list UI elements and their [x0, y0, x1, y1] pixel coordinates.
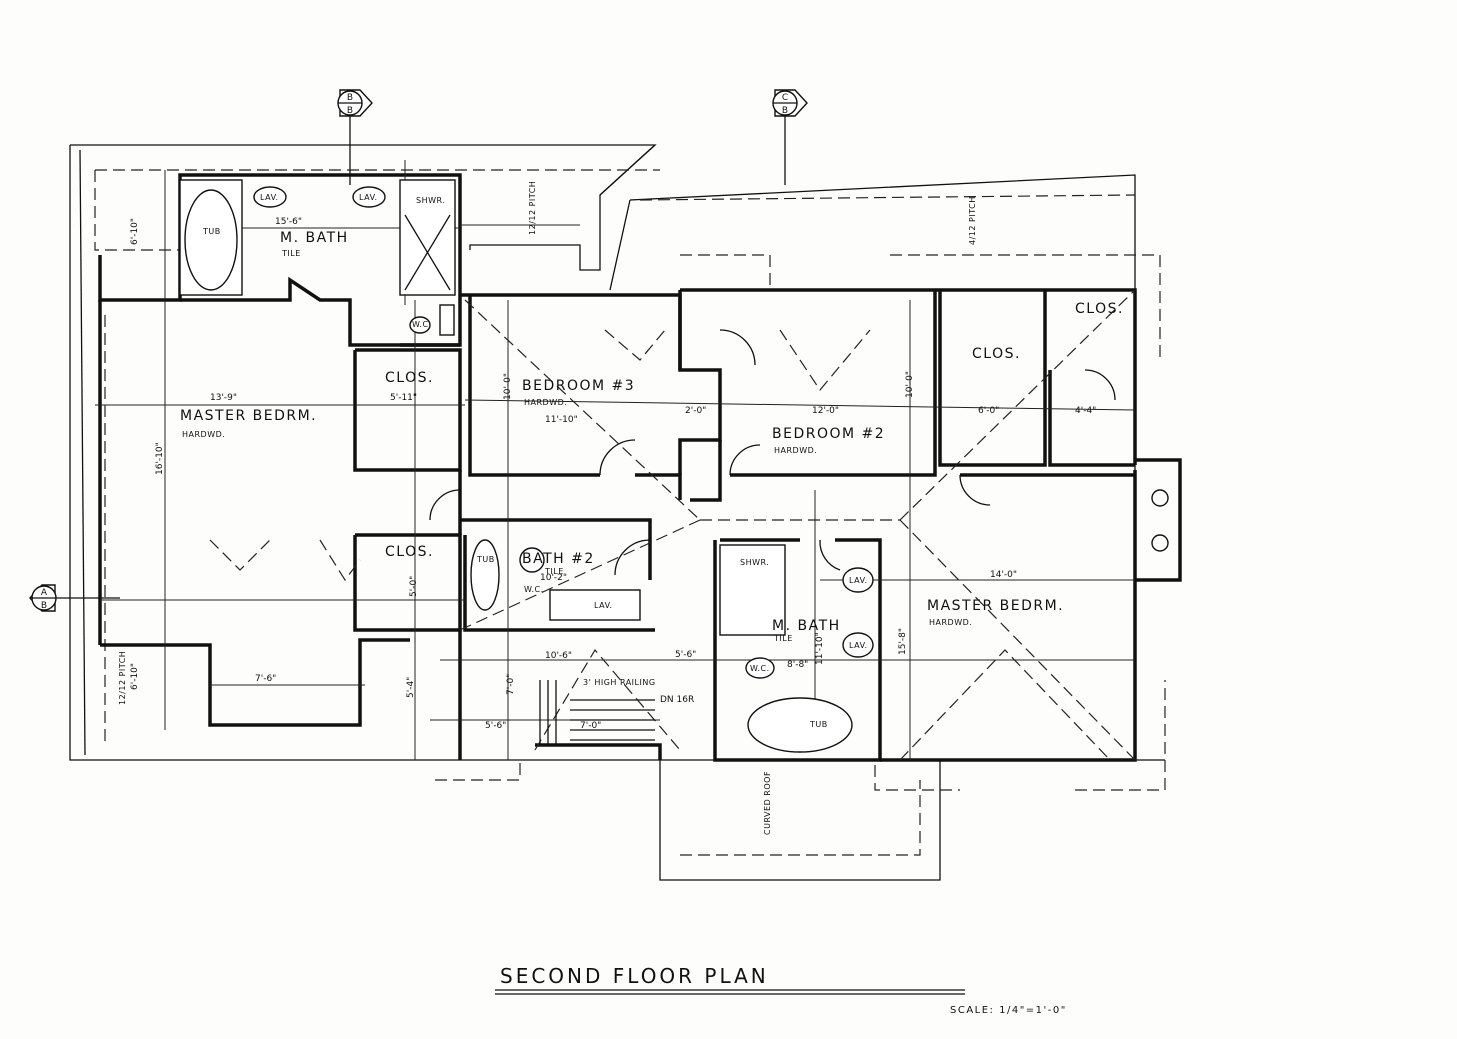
curved-roof-note: CURVED ROOF	[763, 771, 772, 835]
marker-top-letter: B	[347, 93, 353, 103]
title-block: SECOND FLOOR PLAN SCALE: 1/4"=1'-0"	[495, 964, 1067, 1016]
room-finish: TILE	[773, 634, 793, 643]
lav-icon	[352, 186, 386, 208]
room-name-closet: CLOS.	[972, 346, 1021, 362]
fixture-label: W.C.	[412, 320, 432, 329]
fixture-label: W.C.	[524, 585, 544, 594]
room-finish: TILE	[544, 567, 564, 576]
room-name-bedroom-3: BEDROOM #3	[522, 378, 635, 394]
wc-icon	[745, 657, 775, 679]
fixture-label: W.C.	[750, 664, 770, 673]
plan-scale: SCALE: 1/4"=1'-0"	[950, 1005, 1067, 1016]
fixture-label: LAV.	[260, 193, 279, 202]
marker-top-letter: A	[41, 588, 48, 598]
room-finish: HARDWD.	[774, 446, 817, 455]
tub-icon	[470, 539, 500, 611]
dimension-label: 5'-0"	[409, 576, 419, 597]
marker-top-letter: C	[782, 93, 788, 103]
room-name-bath-2: BATH #2	[522, 551, 595, 567]
wc-icon	[519, 547, 545, 573]
fixture-label: LAV.	[849, 576, 868, 585]
fixture-label: SHWR.	[740, 558, 769, 567]
room-name-master-bedroom-west: MASTER BEDRM.	[180, 408, 317, 424]
marker-bottom-letter: B	[782, 106, 788, 116]
dimension-label: 7'-0"	[506, 674, 516, 695]
dimension-label: 5'-6"	[675, 650, 696, 660]
fixture-label: LAV.	[594, 601, 613, 610]
roof-pitch-note: 4/12 PITCH	[968, 196, 977, 245]
overhang-lines	[94, 169, 1166, 856]
marker-bottom-letter: B	[347, 106, 353, 116]
section-marker-1: B B	[337, 89, 373, 185]
roof-pitch-note: 12/12 PITCH	[528, 181, 537, 235]
dimension-label: 6'-10"	[130, 663, 140, 690]
dimension-labels: 15'-6" 6'-10" 13'-9" 16'-10" 5'-11" 11'-…	[130, 217, 1096, 731]
section-marker-2: C B	[772, 89, 808, 185]
room-name-bedroom-2: BEDROOM #2	[772, 426, 885, 442]
room-name-closet: CLOS.	[385, 370, 434, 386]
room-name-closet: CLOS.	[1075, 301, 1124, 317]
shower-icon	[719, 544, 786, 636]
room-name-master-bath-west: M. BATH	[280, 230, 349, 246]
lav-icon	[842, 632, 874, 658]
fixture-label: TUB	[809, 720, 828, 729]
tub-icon	[747, 697, 853, 753]
dimension-label: 2'-0"	[685, 406, 706, 416]
dimension-label: 6'-10"	[130, 218, 140, 245]
fixture-label: TUB	[202, 227, 221, 236]
fixture-label: TUB	[476, 555, 495, 564]
dimension-label: 5'-11"	[390, 393, 417, 403]
plan-title: SECOND FLOOR PLAN	[500, 964, 769, 988]
dimension-label: 11'-10"	[815, 632, 825, 665]
room-finish: HARDWD.	[182, 430, 225, 439]
room-finish: TILE	[281, 249, 301, 258]
dimension-label: 10'-0"	[503, 373, 513, 400]
dimension-label: 4'-4"	[1075, 406, 1096, 416]
lav-icon	[842, 567, 874, 593]
tub-icon	[184, 189, 238, 291]
dimension-label: 15'-8"	[898, 628, 908, 655]
dimension-label: 10'-0"	[905, 371, 915, 398]
dimension-label: 7'-0"	[580, 721, 601, 731]
dimension-label: 10'-2"	[540, 573, 567, 583]
room-name-master-bedroom-east: MASTER BEDRM.	[927, 598, 1064, 614]
section-marker-3: A B	[29, 584, 120, 612]
stair-note: DN 16R	[660, 695, 694, 705]
dimension-label: 8'-8"	[787, 660, 808, 670]
room-name-closet: CLOS.	[385, 544, 434, 560]
room-finish: HARDWD.	[929, 618, 972, 627]
hip-lines	[209, 289, 1136, 761]
dimension-label: 16'-10"	[155, 442, 165, 475]
shower-icon	[399, 179, 456, 296]
walls	[98, 173, 1182, 762]
roof-pitch-note: 12/12 PITCH	[118, 651, 127, 705]
lav-icon	[253, 186, 287, 208]
dimension-label: 14'-0"	[990, 570, 1017, 580]
dimension-label: 11'-10"	[545, 415, 578, 425]
room-finish: HARDWD.	[524, 398, 567, 407]
fixture-labels: TUB LAV. LAV. SHWR. W.C. TUB W.C. LAV. S…	[202, 193, 868, 729]
stair-treads	[539, 680, 655, 745]
wc-icon	[409, 316, 431, 334]
dimension-label: 15'-6"	[275, 217, 302, 227]
door-swings	[429, 329, 1116, 576]
dimension-label: 5'-4"	[406, 677, 416, 698]
notes: 12/12 PITCH 4/12 PITCH 12/12 PITCH 3' HI…	[118, 181, 977, 835]
dimension-label: 6'-0"	[978, 406, 999, 416]
railing-note: 3' HIGH RAILING	[583, 678, 656, 687]
room-labels: MASTER BEDRM. HARDWD. M. BATH TILE CLOS.…	[180, 230, 1124, 643]
dimension-label: 13'-9"	[210, 393, 237, 403]
dimension-lines	[95, 160, 1136, 760]
dimension-label: 7'-6"	[255, 674, 276, 684]
dimension-label: 12'-0"	[812, 406, 839, 416]
fixture-label: LAV.	[849, 641, 868, 650]
dimension-label: 10'-6"	[545, 651, 572, 661]
fixture-label: SHWR.	[416, 196, 445, 205]
marker-bottom-letter: B	[41, 601, 47, 611]
fixtures	[179, 179, 1169, 753]
room-name-master-bath-east: M. BATH	[772, 618, 841, 634]
fixture-label: LAV.	[359, 193, 378, 202]
dimension-label: 5'-6"	[485, 721, 506, 731]
